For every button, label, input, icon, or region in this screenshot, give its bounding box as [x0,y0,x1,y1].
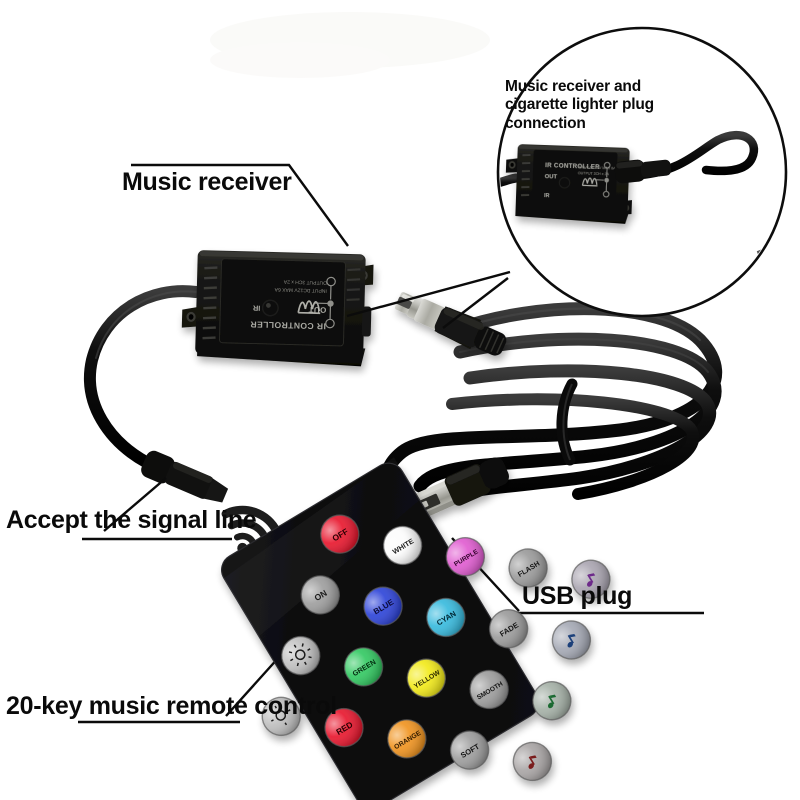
callout-inset-caption: Music receiver and cigarette lighter plu… [505,78,654,132]
callout-music-receiver: Music receiver [122,168,292,196]
remote-key[interactable]: RED [318,702,370,754]
signal-line-cable [84,285,202,468]
remote-control[interactable]: OFF ON WHITE [181,393,682,800]
remote-key[interactable]: GREEN [337,641,389,693]
remote-key[interactable] [565,553,617,605]
remote-key[interactable]: SOFT [444,724,496,776]
remote-key[interactable]: FLASH [502,542,554,594]
music-note-icon [547,694,557,709]
svg-text:OUT: OUT [545,174,558,180]
music-note-icon [528,755,537,769]
callout-accept-signal-line: Accept the signal line [6,506,257,534]
remote-key[interactable] [506,735,558,787]
svg-text:OUT: OUT [308,305,326,314]
svg-text:IR: IR [252,303,260,312]
watermark [210,12,490,78]
remote-key[interactable]: ORANGE [381,713,433,765]
svg-text:OUTPUT 3CH x 2A: OUTPUT 3CH x 2A [578,171,610,176]
callout-usb-plug: USB plug [522,582,633,610]
music-receiver-module: IR CONTROLLER OUT IR INPUT DC12V MAX 6A … [181,250,374,367]
remote-key[interactable] [545,614,597,666]
leader-accept [103,477,167,532]
remote-key[interactable] [526,675,578,727]
remote-keypad[interactable]: OFF ON WHITE [190,409,682,800]
cable-tie [556,378,578,466]
leader-inset-module [346,270,511,318]
callout-remote-control: 20-key music remote control [6,692,337,720]
inset-detail-circle: IR CONTROLLER OUT IR INPUT DC12V MAX 6A … [496,26,788,318]
remote-key[interactable]: SMOOTH [463,663,515,715]
svg-text:IR: IR [544,193,550,199]
remote-key[interactable]: OFF [314,508,366,560]
remote-key[interactable]: FADE [483,603,535,655]
remote-key[interactable]: ON [294,569,346,621]
mini-usb-plug [141,450,229,503]
remote-key[interactable] [255,690,307,742]
leader-music-receiver [131,163,349,247]
remote-key[interactable]: BLUE [357,580,409,632]
remote-key[interactable] [275,630,327,682]
remote-key[interactable]: CYAN [420,591,472,643]
remote-key[interactable]: YELLOW [400,652,452,704]
music-note-icon [567,633,576,648]
svg-text:IR CONTROLLER: IR CONTROLLER [250,319,326,331]
music-note-icon [587,573,596,587]
dc-barrel-plug [394,292,507,356]
remote-key[interactable]: PURPLE [439,531,491,583]
svg-text:IR CONTROLLER: IR CONTROLLER [545,162,600,171]
leader-inset-plug [442,277,509,329]
svg-text:OUTPUT 3CH x 2A: OUTPUT 3CH x 2A [283,278,327,285]
svg-text:INPUT DC12V MAX 6A: INPUT DC12V MAX 6A [578,165,616,170]
svg-text:INPUT DC12V MAX 6A: INPUT DC12V MAX 6A [274,286,327,293]
remote-key[interactable]: WHITE [377,519,429,571]
